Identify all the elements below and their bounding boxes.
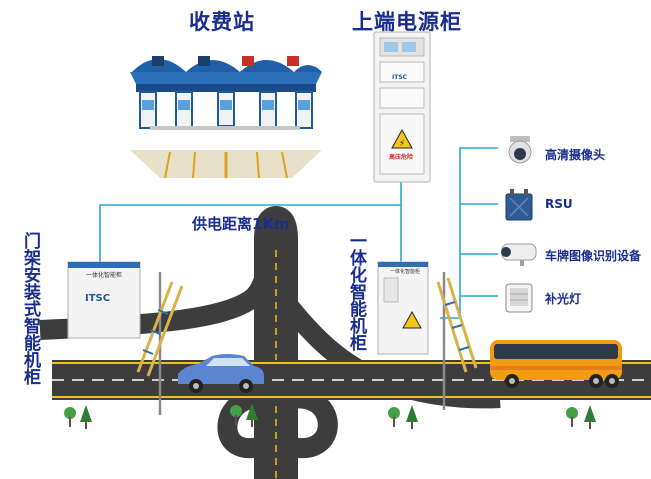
gantry-cabinet-label: 门架安装式智能机柜 xyxy=(20,232,40,385)
upper-cabinet-logo: ITSC xyxy=(392,74,408,81)
rsu-antenna-icon xyxy=(505,189,533,221)
car xyxy=(178,354,264,393)
gantry-cabinet: ITSC xyxy=(67,261,141,339)
fill-light-icon xyxy=(505,283,533,313)
gantry-cabinet-plate: 一体化智能柜 xyxy=(86,272,123,279)
device-label-rsu: RSU xyxy=(545,197,573,211)
tree-pair xyxy=(566,405,596,429)
integrated-cabinet-label: 一体化智能机柜 xyxy=(346,232,366,351)
device-label-fill-light: 补光灯 xyxy=(545,292,582,306)
device-label-plate-camera: 车牌图像识别设备 xyxy=(545,249,642,263)
dome-camera-icon xyxy=(508,136,532,164)
upper-power-cabinet: ⚡ xyxy=(373,31,431,183)
integrated-cabinet xyxy=(377,261,429,355)
overpass xyxy=(39,205,501,479)
gantry-structures xyxy=(136,272,478,415)
integrated-cabinet-plate: 一体化智能柜 xyxy=(390,269,421,275)
tree-pair xyxy=(64,405,92,429)
plate-camera-icon xyxy=(501,243,537,266)
power-distance-label: 供电距离1Km xyxy=(192,215,290,233)
svg-text:⚡: ⚡ xyxy=(399,139,405,149)
tree-pair xyxy=(230,403,258,427)
trees xyxy=(64,403,596,429)
wire-bus xyxy=(440,147,498,319)
tree-pair xyxy=(388,405,418,429)
toll-station-label: 收费站 xyxy=(189,10,255,34)
device-label-hd-camera: 高清摄像头 xyxy=(545,148,606,162)
bus xyxy=(490,340,622,388)
wire-upper-to-gantry xyxy=(99,182,402,262)
upper-cabinet-label: 上端电源柜 xyxy=(352,10,462,34)
upper-cabinet-warning: 高压危险 xyxy=(389,154,414,161)
svg-text:ITSC: ITSC xyxy=(85,293,110,304)
toll-station-illustration xyxy=(130,56,322,179)
